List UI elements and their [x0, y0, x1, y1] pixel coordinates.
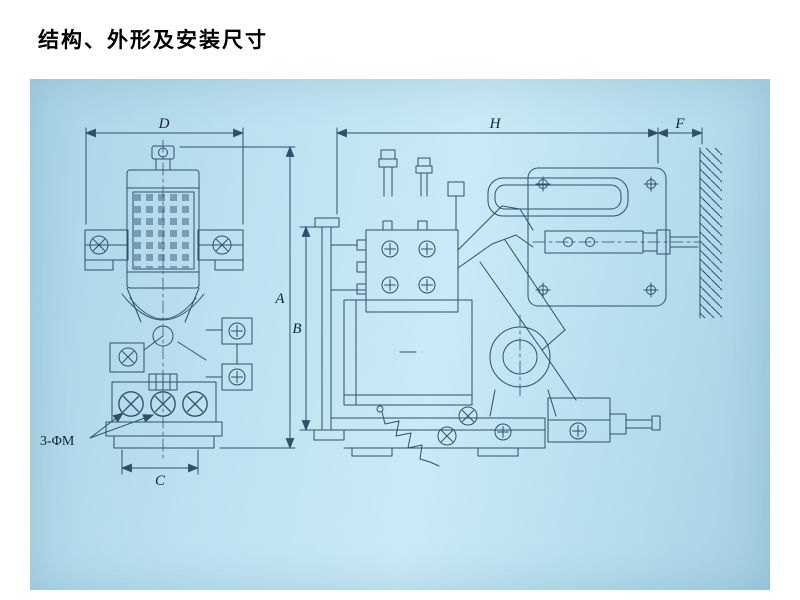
- hole-leader-2: [89, 414, 155, 439]
- lower-bracket: [547, 397, 661, 443]
- mounting-plate: [527, 167, 701, 307]
- front-view: [84, 139, 253, 461]
- front-dimensions: [84, 127, 296, 475]
- side-base: [330, 417, 546, 457]
- dim-label-depth-F: F: [674, 116, 685, 132]
- dim-label-height-B: B: [292, 321, 301, 337]
- dim-label-height-A: A: [274, 291, 285, 307]
- side-view: [313, 147, 722, 467]
- drawing-panel: D A C 3-ΦM H F B: [30, 79, 770, 590]
- technical-drawing: D A C 3-ΦM H F B: [40, 116, 722, 489]
- terminal-block: [330, 220, 459, 313]
- page-title: 结构、外形及安装尺寸: [38, 29, 268, 52]
- mounting-rail: [313, 217, 345, 441]
- left-terminal: [84, 229, 129, 271]
- misc-screws: [458, 406, 512, 441]
- contact-lever: [109, 287, 207, 373]
- dim-label-width-C: C: [155, 473, 166, 489]
- return-spring: [376, 405, 440, 467]
- hole-leader-1: [89, 412, 124, 439]
- aux-bracket: [205, 317, 253, 391]
- coil-body: [343, 299, 473, 406]
- dimension-labels: D A C 3-ΦM H F B: [40, 116, 685, 489]
- wall-section: [699, 147, 722, 319]
- dim-label-width-D: D: [158, 116, 170, 132]
- side-dimensions: [299, 127, 704, 432]
- top-bolts: [378, 149, 465, 231]
- right-terminal: [197, 229, 244, 271]
- hole-callout-label: 3-ΦM: [40, 434, 75, 449]
- armature: [457, 205, 577, 401]
- base-block: [105, 373, 223, 449]
- top-bolt: [151, 145, 175, 171]
- coil: [489, 314, 557, 417]
- arc-chute: [126, 169, 200, 289]
- handle-loop: [487, 177, 629, 217]
- dim-label-width-H: H: [489, 116, 502, 132]
